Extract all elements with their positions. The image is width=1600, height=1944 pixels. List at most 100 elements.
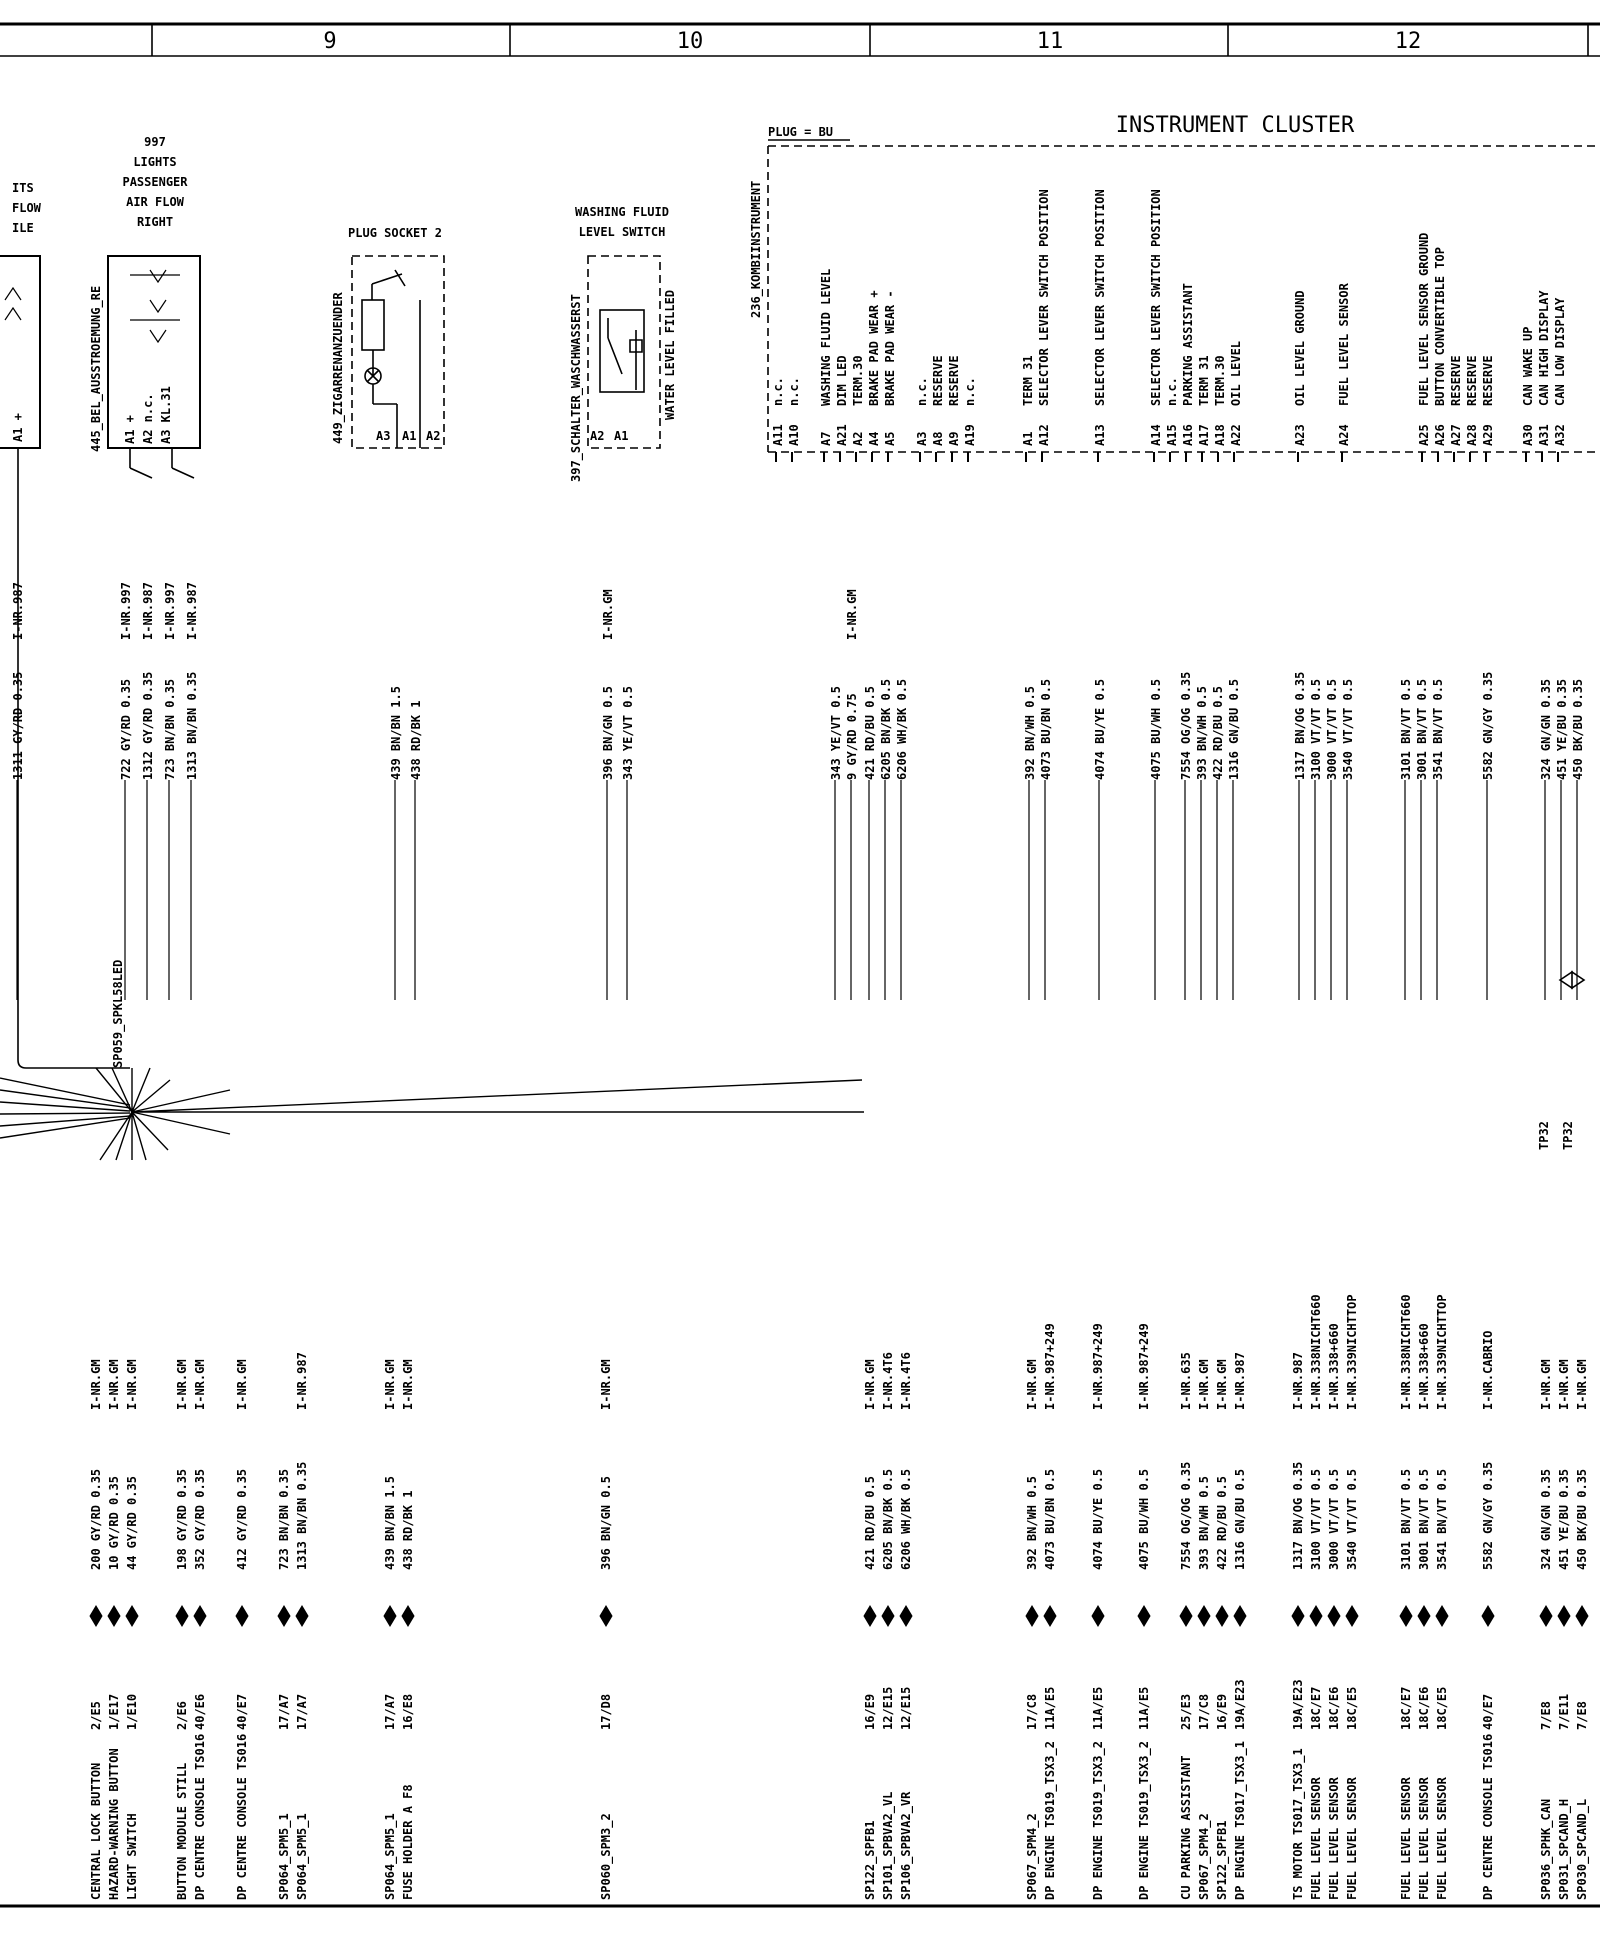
lower-wire-dest: SP036_SPHK_CAN xyxy=(1539,1799,1554,1900)
upper-wire-label: 451 YE/BU 0.35 xyxy=(1555,679,1569,780)
lower-wire-label: 324 GN/GN 0.35 xyxy=(1539,1469,1553,1570)
lower-wire-ref: 19A/E23 xyxy=(1291,1679,1305,1730)
upper-wire-label: 343 YE/VT 0.5 xyxy=(621,686,635,780)
plug-socket-2: PLUG SOCKET 2 449_ZIGARRENANZUENDER A3 A… xyxy=(331,226,445,449)
ic-pin-a30: A30 xyxy=(1521,424,1535,446)
ic-pin-a1: A1 xyxy=(1021,432,1035,446)
upper-wire-itag: I-NR.987 xyxy=(141,582,155,640)
connector-symbol xyxy=(1435,1605,1449,1627)
lower-wire-ref: 16/E8 xyxy=(401,1694,415,1730)
splice-sp059: SP059_SPKL58LED xyxy=(0,960,864,1161)
connector-symbol xyxy=(863,1605,877,1627)
lower-wire-itag: I-NR.339NICHTTOP xyxy=(1345,1294,1359,1410)
lower-wire-label: 6206 WH/BK 0.5 xyxy=(899,1469,913,1570)
ic-pin-name-a25: FUEL LEVEL SENSOR GROUND xyxy=(1417,233,1431,406)
lower-wire-ref: 1/E10 xyxy=(125,1694,139,1730)
upper-wire-label: 1317 BN/OG 0.35 xyxy=(1293,672,1307,780)
lower-wire-dest: SP060_SPM3_2 xyxy=(599,1813,614,1900)
upper-wire-label: 3101 BN/VT 0.5 xyxy=(1399,679,1413,780)
ic-pin-a10: A10 xyxy=(787,424,801,446)
lower-wire-ref: 2/E5 xyxy=(89,1701,103,1730)
lower-wire-label: 422 RD/BU 0.5 xyxy=(1215,1476,1229,1570)
lower-wire-label: 4073 BU/BN 0.5 xyxy=(1043,1469,1057,1570)
upper-wire-label: 3541 BN/VT 0.5 xyxy=(1431,679,1445,780)
lower-wire-dest: SP031_SPCAND_H xyxy=(1557,1799,1572,1900)
lower-wire-dest: LIGHT SWITCH xyxy=(125,1813,139,1900)
lower-wire-dest: TS MOTOR TS017_TSX3_1 xyxy=(1291,1748,1306,1900)
lower-wire-dest: SP122_SPFB1 xyxy=(863,1821,878,1900)
tp-label-1: TP32 xyxy=(1537,1121,1551,1150)
upper-wire-label: 1312 GY/RD 0.35 xyxy=(141,672,155,780)
connector-symbol xyxy=(899,1605,913,1627)
upper-wire-itag: I-NR.987 xyxy=(11,582,25,640)
lower-wire-itag: I-NR.339NICHTTOP xyxy=(1435,1294,1449,1410)
lower-wire-dest: DP CENTRE CONSOLE TS016 xyxy=(1481,1734,1495,1900)
lower-wire-itag: I-NR.GM xyxy=(599,1359,613,1410)
lower-wire-itag: I-NR.GM xyxy=(125,1359,139,1410)
connector-symbol xyxy=(1575,1605,1589,1627)
lower-wire-label: 4074 BU/YE 0.5 xyxy=(1091,1469,1105,1570)
upper-wire-label: 4075 BU/WH 0.5 xyxy=(1149,679,1163,780)
lower-wire-itag: I-NR.338NICHT660 xyxy=(1399,1294,1413,1410)
lights-left-module: ITS FLOW ILE A1 + xyxy=(0,181,130,1069)
washing-fluid-switch: WASHING FLUID LEVEL SWITCH 397_SCHALTER_… xyxy=(569,205,677,482)
ic-pin-name-a13: SELECTOR LEVER SWITCH POSITION xyxy=(1093,189,1107,406)
ic-pin-a13: A13 xyxy=(1093,424,1107,446)
ic-pin-name-a17: TERM 31 xyxy=(1197,355,1211,406)
lights-left-title-3: ILE xyxy=(12,221,34,235)
lower-wire-itag: I-NR.GM xyxy=(401,1359,415,1410)
lower-wire-ref: 40/E7 xyxy=(1481,1694,1495,1730)
plug-socket-pin-a1: A1 xyxy=(402,429,416,443)
lower-wire-label: 4075 BU/WH 0.5 xyxy=(1137,1469,1151,1570)
ic-pin-name-a9: RESERVE xyxy=(947,355,961,406)
connector-symbol xyxy=(1197,1605,1211,1627)
connector-symbol xyxy=(235,1605,249,1627)
connector-symbol xyxy=(1557,1605,1571,1627)
upper-wire-label: 439 BN/BN 1.5 xyxy=(389,686,403,780)
lower-wire-label: 392 BN/WH 0.5 xyxy=(1025,1476,1039,1570)
upper-wire-label: 392 BN/WH 0.5 xyxy=(1023,686,1037,780)
ic-pin-name-a8: RESERVE xyxy=(931,355,945,406)
upper-wire-itag: I-NR.997 xyxy=(163,582,177,640)
connector-symbol xyxy=(383,1605,397,1627)
ic-pin-name-a30: CAN WAKE UP xyxy=(1521,327,1535,406)
connector-symbol xyxy=(1043,1605,1057,1627)
lower-wire-label: 5582 GN/GY 0.35 xyxy=(1481,1462,1495,1570)
lower-wire-label: 438 RD/BK 1 xyxy=(401,1491,415,1570)
ic-pin-a17: A17 xyxy=(1197,424,1211,446)
lower-wire-itag: I-NR.338+660 xyxy=(1327,1323,1341,1410)
lower-wire-ref: 11A/E5 xyxy=(1137,1687,1151,1730)
connector-symbol xyxy=(1137,1605,1151,1627)
ic-pin-name-a3: n.c. xyxy=(915,377,929,406)
lower-wire-itag: I-NR.338+660 xyxy=(1417,1323,1431,1410)
washing-switch-title-2: LEVEL SWITCH xyxy=(579,225,666,239)
ic-pin-a31: A31 xyxy=(1537,424,1551,446)
lower-wire-label: 3101 BN/VT 0.5 xyxy=(1399,1469,1413,1570)
upper-wire-label: 7554 OG/OG 0.35 xyxy=(1179,672,1193,780)
lower-wire-ref: 19A/E23 xyxy=(1233,1679,1247,1730)
ic-pin-name-a12: SELECTOR LEVER SWITCH POSITION xyxy=(1037,189,1051,406)
lower-wire-dest: DP ENGINE TS019_TSX3_2 xyxy=(1091,1741,1106,1900)
connector-symbol xyxy=(1481,1605,1495,1627)
lower-wire-itag: I-NR.GM xyxy=(383,1359,397,1410)
washing-switch-pin-a1: A1 xyxy=(614,429,628,443)
ic-pin-name-a27: RESERVE xyxy=(1449,355,1463,406)
ic-pin-name-a24: FUEL LEVEL SENSOR xyxy=(1337,282,1351,406)
upper-wire-label: 3540 VT/VT 0.5 xyxy=(1341,679,1355,780)
washing-switch-inner-label: WATER LEVEL FILLED xyxy=(663,290,677,420)
instrument-cluster-ref: 236_KOMBIINSTRUMENT xyxy=(749,181,764,318)
lower-wire-dest: DP ENGINE TS019_TSX3_2 xyxy=(1137,1741,1152,1900)
connector-symbol xyxy=(1025,1605,1039,1627)
lower-wire-label: 421 RD/BU 0.5 xyxy=(863,1476,877,1570)
connector-symbol xyxy=(1233,1605,1247,1627)
lower-wire-ref: 11A/E5 xyxy=(1043,1687,1057,1730)
tp-label-2: TP32 xyxy=(1561,1121,1575,1150)
ic-pin-name-a22: OIL LEVEL xyxy=(1229,341,1243,406)
lower-wire-itag: I-NR.GM xyxy=(1557,1359,1571,1410)
lower-wire-ref: 16/E9 xyxy=(863,1694,877,1730)
connector-symbol xyxy=(193,1605,207,1627)
upper-wire-itag: I-NR.GM xyxy=(601,589,615,640)
lower-wire-dest: CENTRAL LOCK BUTTON xyxy=(89,1763,103,1900)
ic-pin-name-a5: BRAKE PAD WEAR - xyxy=(883,290,897,406)
